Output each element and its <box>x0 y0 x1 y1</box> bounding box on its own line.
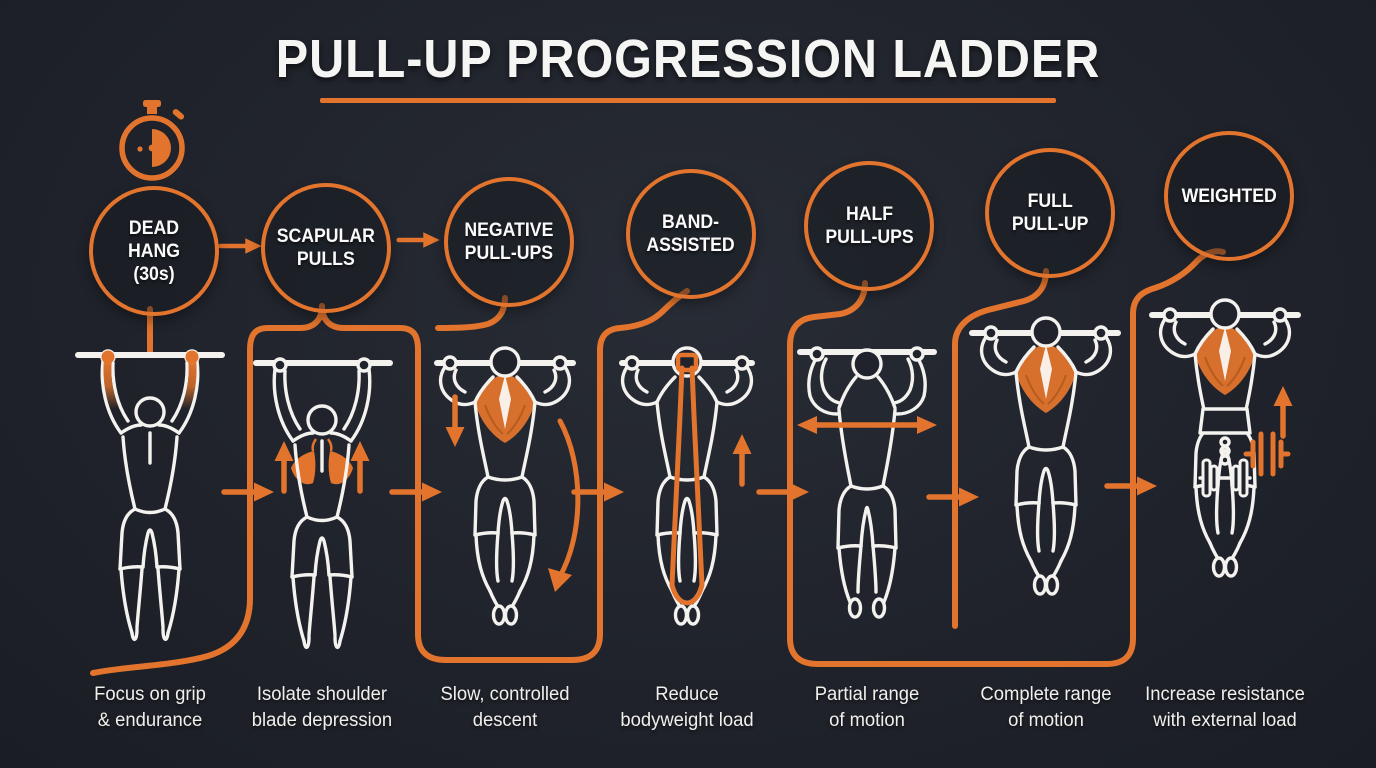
dip-belt <box>1198 407 1252 466</box>
stage-label-line: DEAD <box>128 217 180 239</box>
resistance-band <box>669 352 705 606</box>
stage-caption-dead-hang: Focus on grip& endurance <box>94 684 206 731</box>
figure-weighted <box>1158 298 1293 578</box>
arrow-up-icon <box>1274 386 1293 436</box>
stage-label-line: WEIGHTED <box>1181 185 1277 207</box>
stage-label-line: HANG <box>127 240 181 262</box>
stage-label-line: ASSISTED <box>646 235 736 256</box>
arrow-up-icon <box>275 441 294 491</box>
arrow-right-icon <box>759 483 809 502</box>
stage-label-line: BAND- <box>662 212 720 233</box>
stage-circle-weighted: WEIGHTED <box>1164 131 1294 261</box>
stage-label-line: PULL-UPS <box>824 227 914 248</box>
stage-label-line: NEGATIVE <box>464 220 554 241</box>
figure-negative-pull-up <box>438 346 581 626</box>
stage-label-line: (30s) <box>133 263 175 285</box>
progression-path <box>90 248 1226 676</box>
stage-label-line: PULLS <box>297 249 355 270</box>
figure-full-pull-up <box>979 316 1113 596</box>
stage-label-line: PULL-UP <box>1011 214 1089 235</box>
arrow-right-icon <box>399 232 440 248</box>
grip-highlight <box>101 350 115 364</box>
figure-scapular-pulls <box>274 357 370 650</box>
header: PULL-UP PROGRESSION LADDER <box>0 28 1376 103</box>
title-underline <box>320 98 1056 103</box>
arrow-up-icon <box>733 434 752 484</box>
page-title: PULL-UP PROGRESSION LADDER <box>275 29 1101 89</box>
stage-label-line: FULL <box>1027 191 1073 212</box>
double-horizontal-arrow-icon <box>797 416 937 434</box>
figure-half-pull-up <box>797 346 937 619</box>
arrow-up-icon <box>351 441 370 491</box>
figure-dead-hang <box>100 349 200 642</box>
figure-band-assisted <box>620 346 752 626</box>
arrow-right-icon <box>221 238 262 254</box>
stage-label-line: HALF <box>845 204 893 225</box>
curved-arrow-icon <box>548 418 581 592</box>
stage-label-line: SCAPULAR <box>276 226 376 247</box>
stage-label-line: PULL-UPS <box>464 243 554 264</box>
grip-highlight <box>185 350 199 364</box>
stopwatch-icon <box>119 100 185 181</box>
hanging-dumbbell <box>1198 458 1252 498</box>
stage-circle-band-assisted: BAND-ASSISTED <box>626 169 756 299</box>
dumbbell-icon <box>1243 431 1291 477</box>
